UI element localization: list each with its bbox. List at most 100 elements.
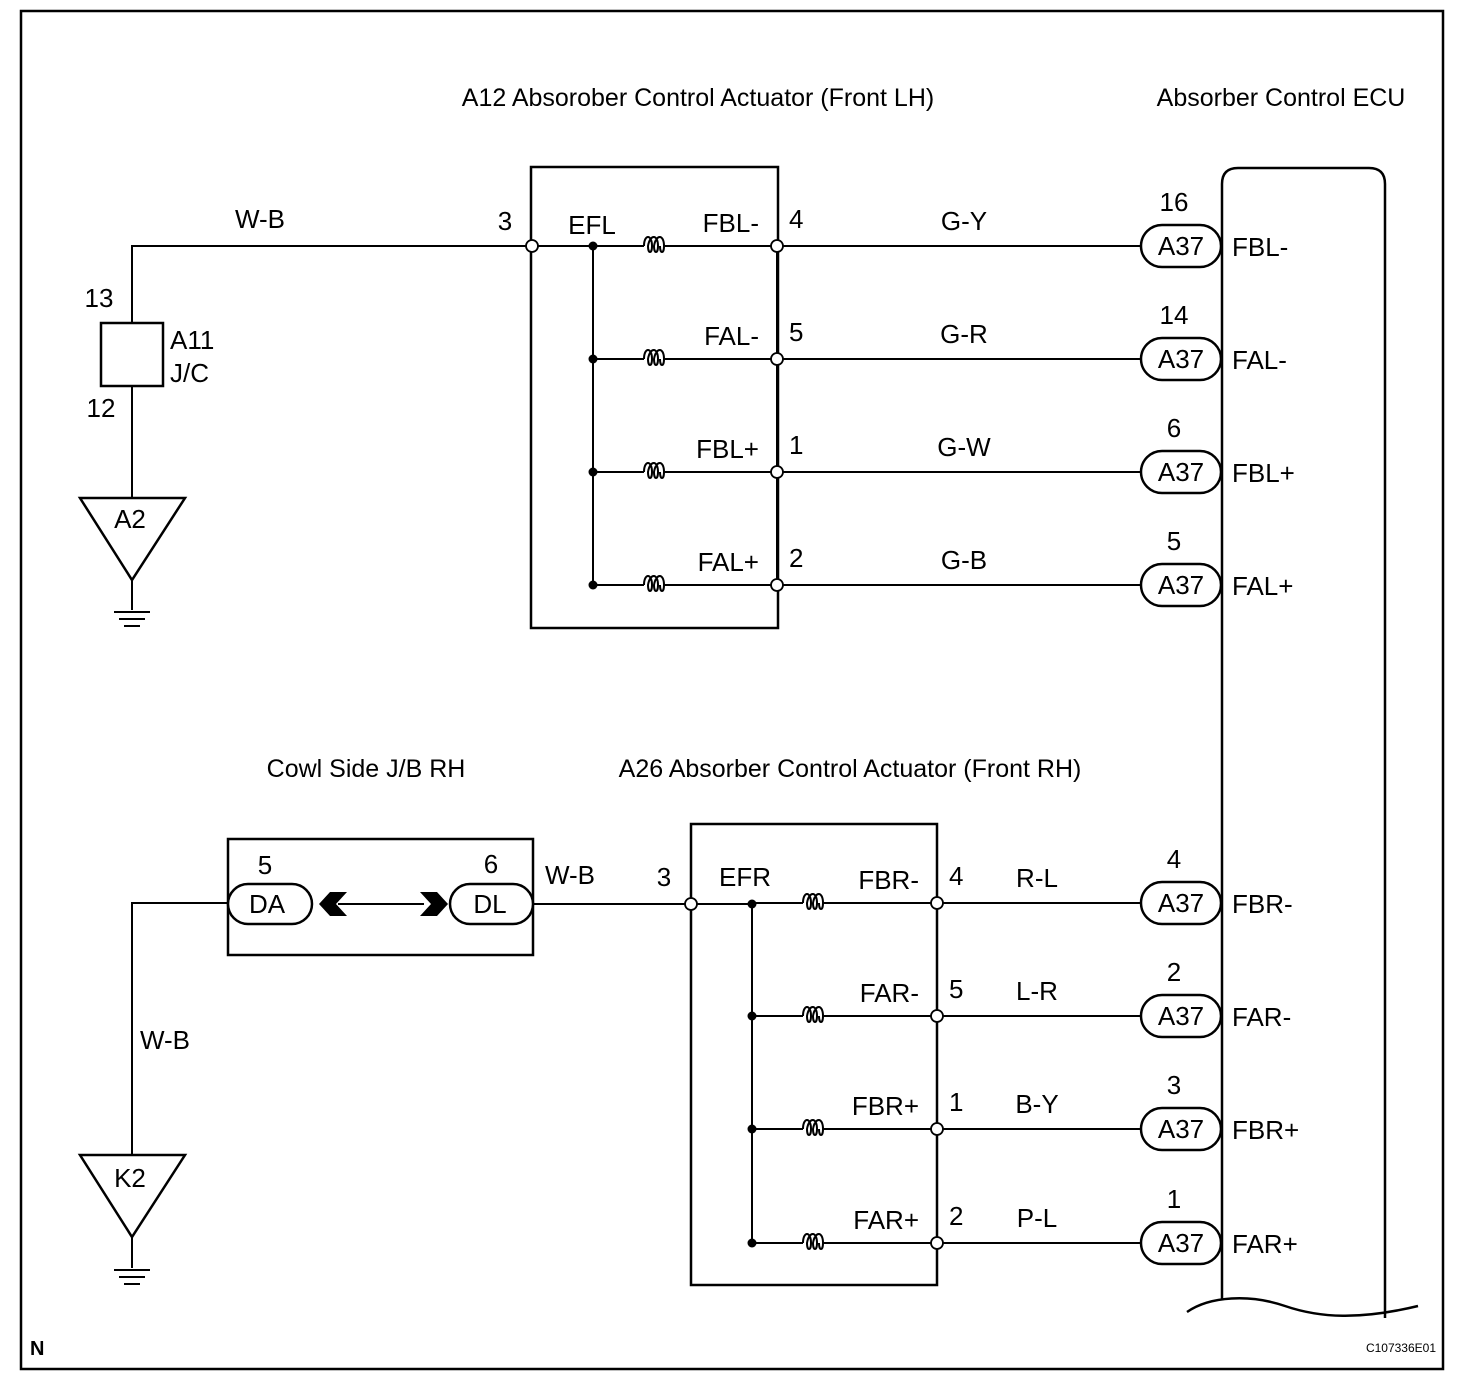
ecu-break-line [1186, 1297, 1419, 1317]
a26-solenoid-coil-icon [802, 1233, 825, 1250]
a26-ecu-pin-number: 1 [1167, 1184, 1181, 1214]
cowl-terminal-left-icon [326, 892, 347, 916]
a12-junction-dot [588, 580, 598, 590]
lh-supply-wire [131, 245, 532, 323]
a26-ecu-pin-number: 2 [1167, 957, 1181, 987]
a12-wire-color: G-R [940, 319, 988, 349]
a12-ecu-connector [1139, 562, 1223, 608]
a12-pin-number: 1 [789, 430, 803, 460]
rh-ground-wire [131, 902, 228, 1155]
a26-ecu-connector [1139, 1220, 1223, 1266]
a12-ecu-pin-number: 5 [1167, 526, 1181, 556]
a12-pin-terminal [770, 465, 784, 479]
ground-rh-label: K2 [114, 1163, 146, 1193]
a26-signal-label: FBR- [858, 865, 919, 895]
cowl-pin-6: 6 [484, 849, 498, 879]
a12-ecu-connector [1139, 223, 1223, 269]
a12-wire-color: G-Y [941, 206, 987, 236]
a26-pin-number: 2 [949, 1201, 963, 1231]
cowl-terminal-left-icon-2 [319, 892, 340, 916]
ecu-body [1220, 166, 1387, 1318]
ground-rh-earth-icon [114, 1269, 150, 1285]
a26-wire-color: L-R [1016, 976, 1058, 1006]
figure-code: C107336E01 [1366, 1341, 1436, 1355]
a12-signal-label: FBL- [703, 208, 759, 238]
cowl-pin-5: 5 [258, 850, 272, 880]
a12-ecu-connector-label: A37 [1158, 231, 1204, 261]
a26-supply-pin: 3 [657, 862, 671, 892]
a12-wire-color: G-W [937, 432, 991, 462]
a26-wire-color: B-Y [1015, 1089, 1058, 1119]
a12-signal-label: FAL+ [698, 547, 759, 577]
a12-ecu-signal-label: FBL+ [1232, 458, 1295, 488]
a26-ecu-signal-label: FAR+ [1232, 1229, 1298, 1259]
cowl-terminal-right-icon-2 [427, 892, 448, 916]
corner-mark: N [30, 1338, 44, 1360]
a26-ecu-signal-label: FBR- [1232, 889, 1293, 919]
ecu-title: Absorber Control ECU [1157, 84, 1406, 112]
a12-pin-terminal [770, 352, 784, 366]
a12-junction-dot [588, 467, 598, 477]
jc-name: A11 [170, 325, 214, 355]
a26-pin-number: 5 [949, 974, 963, 1004]
a12-pin-terminal [770, 578, 784, 592]
a12-solenoid-coil-icon [643, 349, 666, 366]
jc-pin-top: 13 [85, 283, 114, 313]
a12-pin-number: 2 [789, 543, 803, 573]
a26-ecu-connector-label: A37 [1158, 1001, 1204, 1031]
a12-pin-number: 4 [789, 204, 803, 234]
cowl-connector-da-label: DA [249, 889, 286, 919]
a26-ecu-connector-label: A37 [1158, 888, 1204, 918]
a26-pin-terminal [930, 1236, 944, 1250]
diagram-frame [19, 9, 1445, 1371]
a26-solenoid-coil-icon [802, 1119, 825, 1136]
ground-lh-earth-icon [114, 611, 150, 627]
a26-junction-dot [747, 1124, 757, 1134]
a12-wire-color: G-B [941, 545, 987, 575]
a26-junction-dot [747, 1238, 757, 1248]
a26-pin-number: 1 [949, 1087, 963, 1117]
a26-ecu-signal-label: FBR+ [1232, 1115, 1299, 1145]
cowl-terminal-right-icon [420, 892, 441, 916]
cowl-connector-dl-label: DL [473, 889, 506, 919]
a26-wire-color: R-L [1016, 863, 1058, 893]
a12-ecu-connector-label: A37 [1158, 344, 1204, 374]
a26-ecu-connector-label: A37 [1158, 1228, 1204, 1258]
a26-pin-terminal [930, 1009, 944, 1023]
a26-signal-label: FAR- [860, 978, 919, 1008]
jc-pin-bottom: 12 [87, 393, 116, 423]
a12-pin-3-terminal [525, 239, 539, 253]
a12-ecu-pin-number: 16 [1160, 187, 1189, 217]
a26-ecu-connector-label: A37 [1158, 1114, 1204, 1144]
a12-ecu-pin-number: 14 [1160, 300, 1189, 330]
a26-ecu-connector [1139, 1106, 1223, 1152]
rh-ground-wire-color: W-B [140, 1025, 190, 1055]
lh-supply-wire-color: W-B [235, 204, 285, 234]
a26-ecu-pin-number: 4 [1167, 844, 1181, 874]
a26-solenoid-coil-icon [802, 1006, 825, 1023]
a12-solenoid-coil-icon [643, 575, 666, 592]
a12-signal-label: FAL- [704, 321, 759, 351]
cowl-jb-title: Cowl Side J/B RH [267, 755, 466, 783]
a12-solenoid-coil-icon [643, 462, 666, 479]
ground-point-lh [77, 496, 188, 583]
a12-ecu-signal-label: FBL- [1232, 232, 1288, 262]
a12-ecu-signal-label: FAL- [1232, 345, 1287, 375]
a12-pin-number: 5 [789, 317, 803, 347]
a26-pin-3-terminal [684, 897, 698, 911]
a12-ecu-pin-number: 6 [1167, 413, 1181, 443]
a26-ecu-pin-number: 3 [1167, 1070, 1181, 1100]
jc-type: J/C [170, 358, 209, 388]
a12-solenoid-coil-icon [643, 236, 666, 253]
ground-lh-label: A2 [114, 504, 146, 534]
